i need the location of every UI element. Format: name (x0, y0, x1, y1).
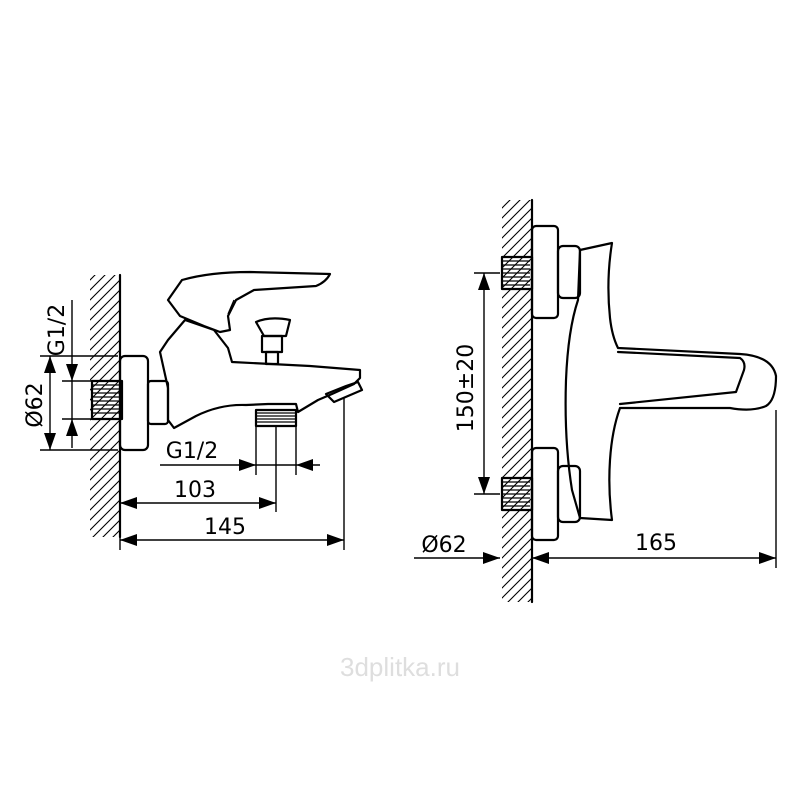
thread-outlet-label: G1/2 (166, 439, 218, 464)
diverter-knob (254, 317, 292, 366)
shower-mixer-view: 150±20 Ø62 165 (414, 198, 778, 604)
thread-top-label: G1/2 (45, 304, 70, 356)
mixer-body (158, 318, 362, 430)
rosette (118, 354, 150, 452)
outlet-distance-label: 103 (174, 478, 216, 503)
overall-depth-label: 165 (635, 531, 677, 556)
shower-outlet-thread (254, 408, 298, 428)
wall-hatch (90, 275, 120, 537)
rosette-diameter-label: Ø62 (23, 382, 48, 427)
rosette-diameter-label: Ø62 (421, 533, 466, 558)
lever-handle (166, 270, 332, 334)
lever-inner (616, 350, 746, 406)
mixer-body (564, 241, 778, 522)
watermark: 3dplitka.ru (340, 652, 460, 682)
spout-tip (324, 380, 364, 404)
axis-distance-label: 150±20 (454, 344, 479, 432)
upper-rosette (530, 224, 560, 320)
lower-rosette (530, 446, 560, 542)
eccentric-connector (90, 379, 124, 421)
wall-hatch (502, 200, 532, 602)
overall-depth-label: 145 (204, 515, 246, 540)
bath-mixer-view: G1/2 Ø62 G1/2 103 145 (23, 270, 364, 550)
upper-nut (556, 244, 582, 300)
nut (146, 379, 170, 426)
